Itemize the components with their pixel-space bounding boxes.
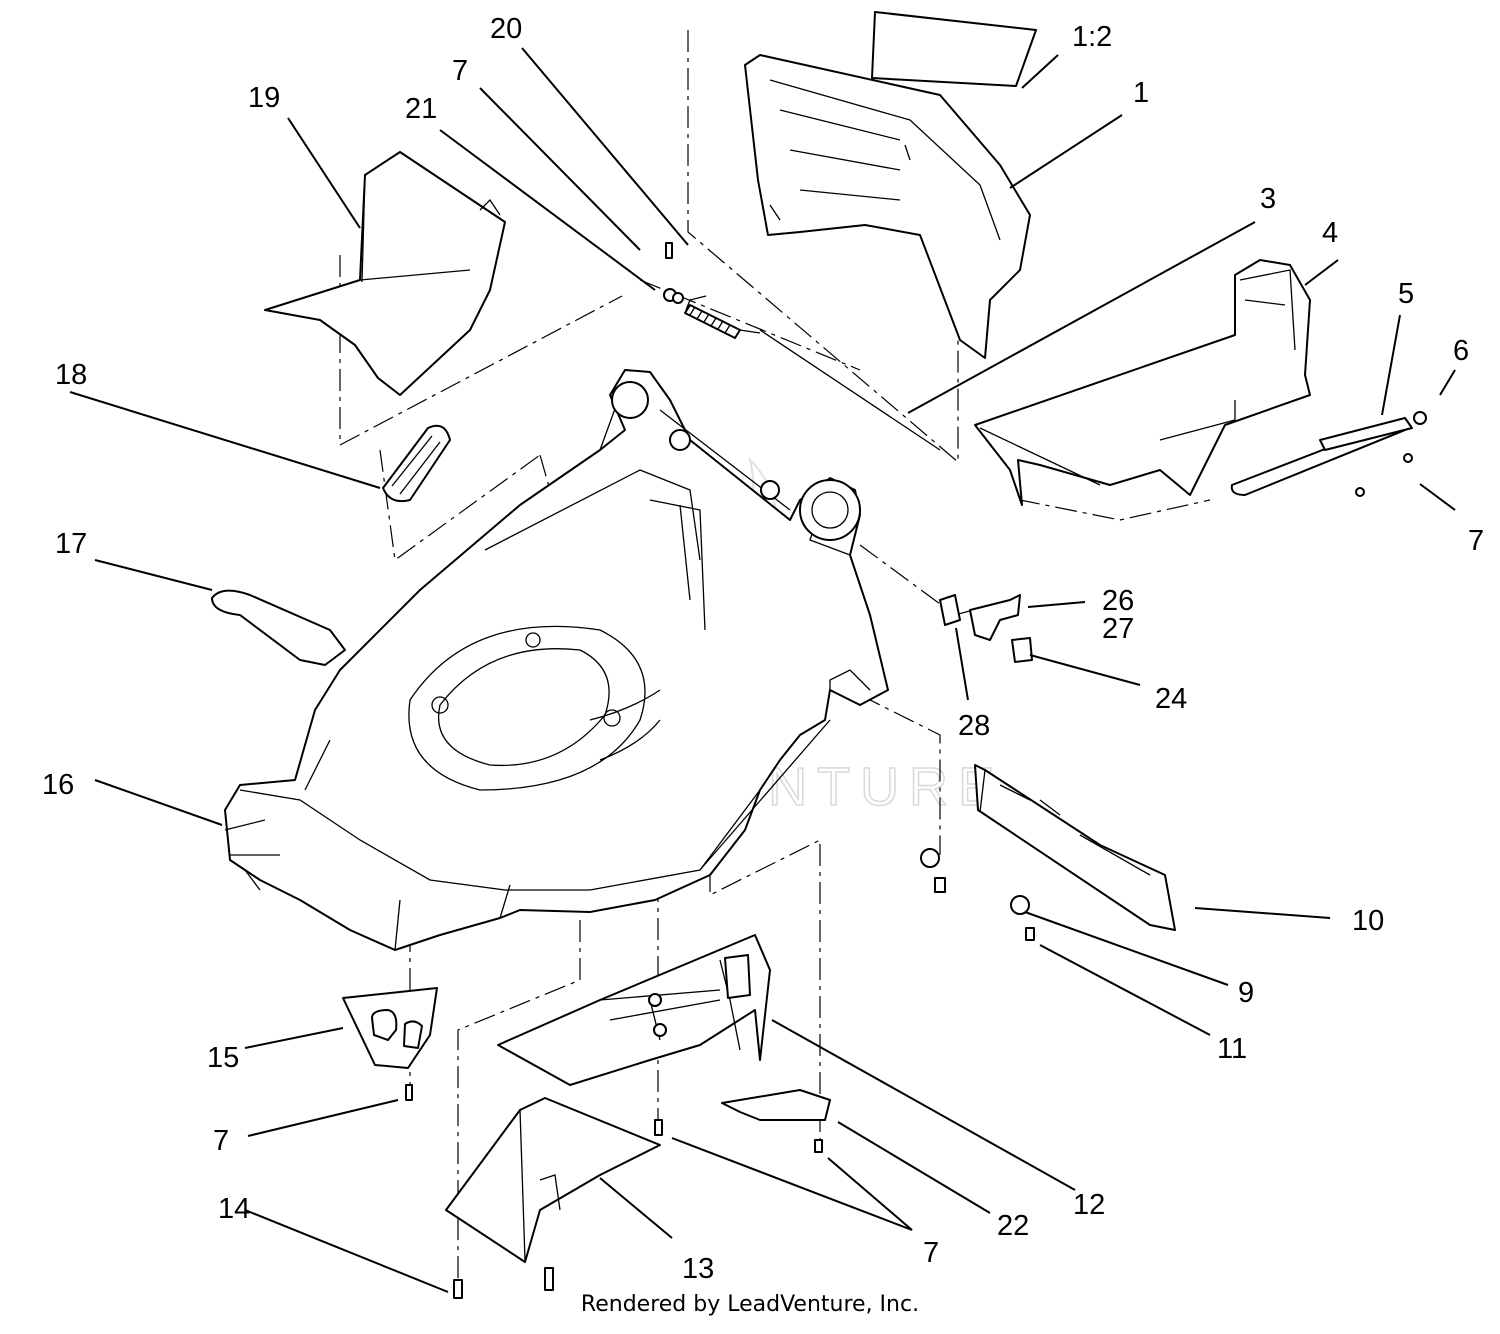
callout-15: 15 bbox=[207, 1042, 239, 1074]
callout-5: 5 bbox=[1398, 278, 1414, 310]
part-21-screw bbox=[663, 242, 684, 304]
part-1-door bbox=[744, 11, 1037, 359]
callout-7-bracket: 7 bbox=[213, 1125, 229, 1157]
callout-28: 28 bbox=[958, 710, 990, 742]
callout-16: 16 bbox=[42, 769, 74, 801]
callout-22: 22 bbox=[997, 1210, 1029, 1242]
callout-1: 1 bbox=[1133, 77, 1149, 109]
callout-26: 26 bbox=[1102, 585, 1134, 617]
part-17-bracket bbox=[211, 589, 346, 666]
callout-7-top: 7 bbox=[452, 55, 468, 87]
callout-20: 20 bbox=[490, 13, 522, 45]
part-12-baffle bbox=[497, 934, 771, 1086]
callout-3: 3 bbox=[1260, 183, 1276, 215]
callout-19: 19 bbox=[248, 82, 280, 114]
callout-6: 6 bbox=[1453, 335, 1469, 367]
callout-9: 9 bbox=[1238, 977, 1254, 1009]
callout-4: 4 bbox=[1322, 217, 1338, 249]
part-22-plate bbox=[654, 1089, 831, 1153]
callout-labels: 1:2 1 3 4 5 6 7 7 7 7 9 10 11 12 13 14 1… bbox=[42, 13, 1484, 1285]
part-9-nuts bbox=[920, 848, 1035, 941]
callout-13: 13 bbox=[682, 1253, 714, 1285]
callout-12: 12 bbox=[1073, 1189, 1105, 1221]
callout-7-bottom: 7 bbox=[923, 1237, 939, 1269]
part-4-flap bbox=[974, 259, 1311, 506]
part-5-rod bbox=[1230, 411, 1427, 497]
callout-7-rod: 7 bbox=[1468, 525, 1484, 557]
part-20-spring bbox=[684, 295, 761, 339]
callout-24: 24 bbox=[1155, 683, 1187, 715]
part-3-rod bbox=[759, 329, 941, 451]
part-18-plug bbox=[382, 424, 451, 503]
callout-17: 17 bbox=[55, 528, 87, 560]
part-26-lever bbox=[939, 594, 1033, 663]
callout-21: 21 bbox=[405, 93, 437, 125]
callout-14: 14 bbox=[218, 1193, 250, 1225]
callout-10: 10 bbox=[1352, 905, 1384, 937]
part-13-plug bbox=[445, 1097, 661, 1299]
leader-lines bbox=[69, 47, 1456, 1293]
part-16-deck bbox=[224, 369, 889, 951]
part-10-skirt bbox=[974, 764, 1176, 931]
callout-11: 11 bbox=[1217, 1033, 1247, 1065]
part-15-bracket bbox=[342, 987, 438, 1101]
callout-18: 18 bbox=[55, 359, 87, 391]
callout-27: 27 bbox=[1102, 613, 1134, 645]
part-19-baffle bbox=[264, 151, 506, 396]
credit-text: Rendered by LeadVenture, Inc. bbox=[580, 1292, 920, 1317]
callout-1-2: 1:2 bbox=[1072, 21, 1112, 53]
